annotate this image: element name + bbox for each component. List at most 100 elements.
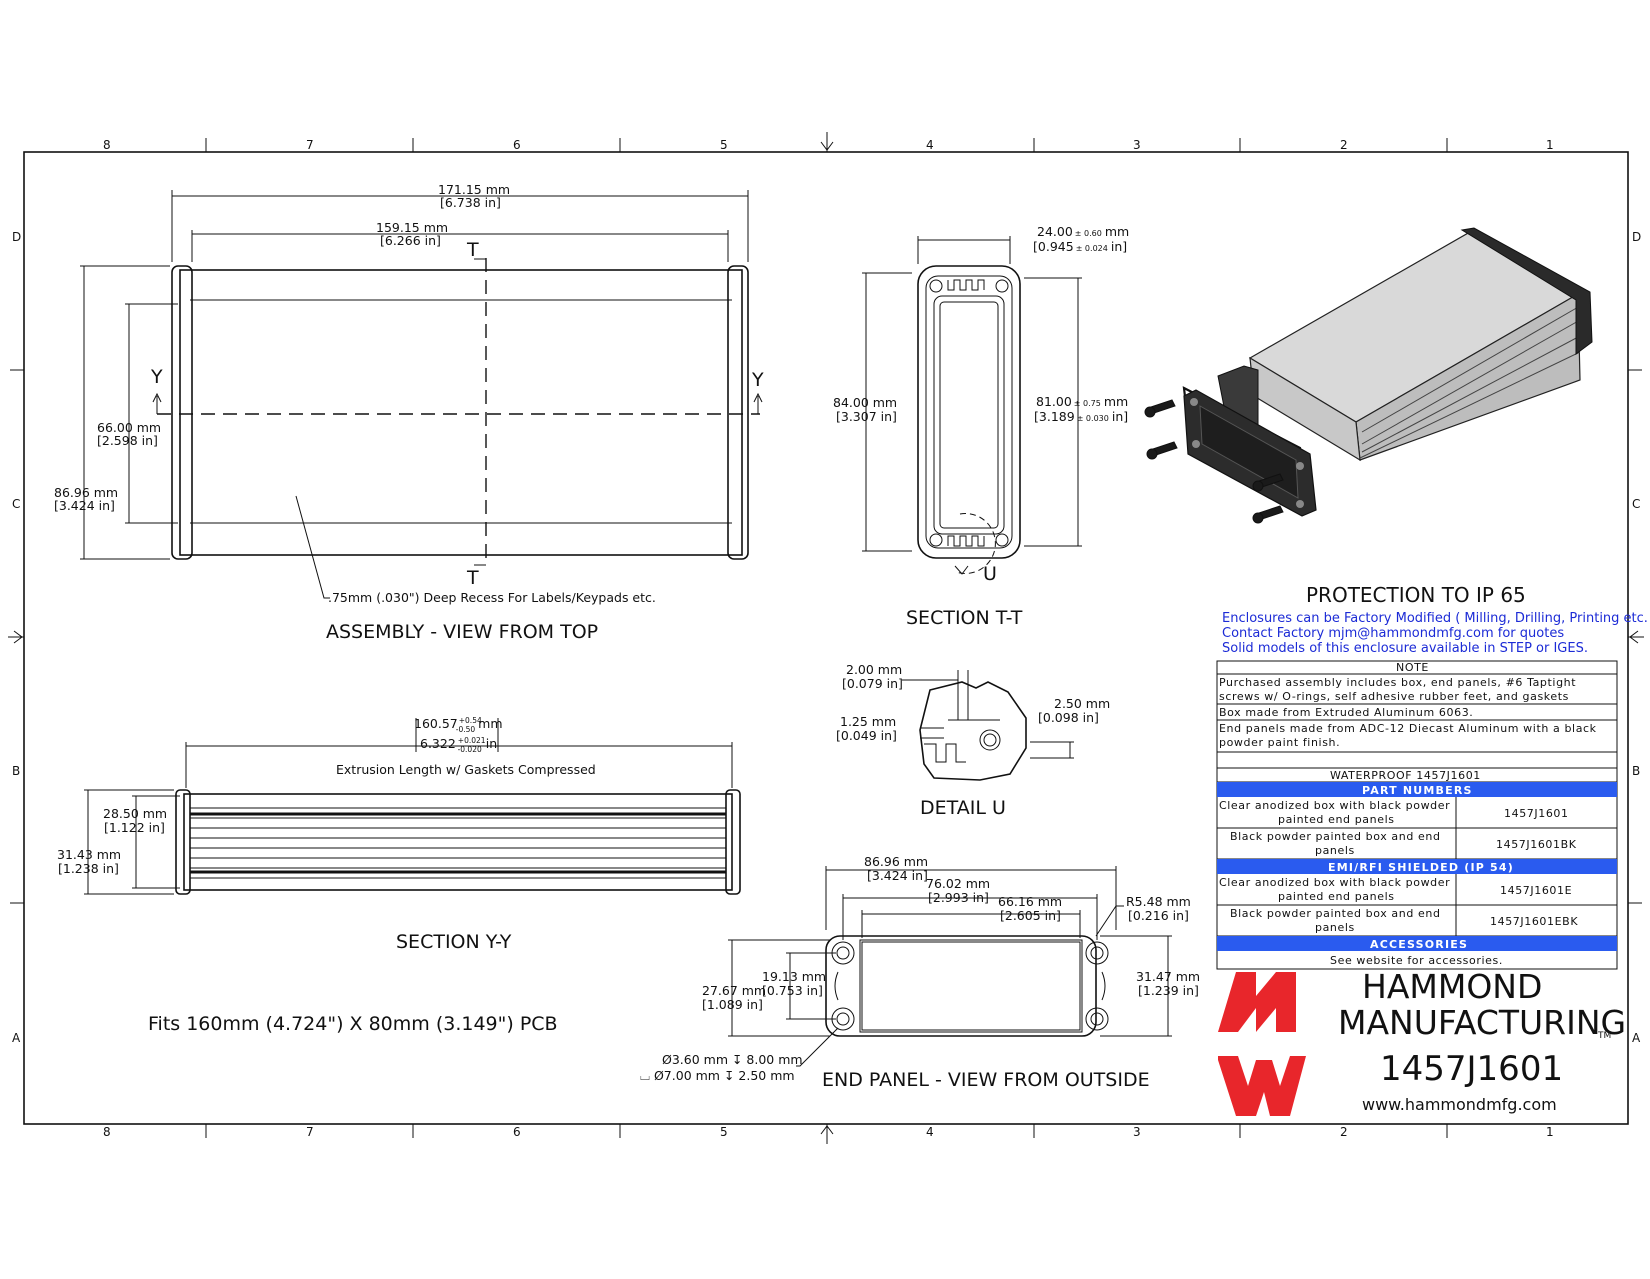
section-tt-outer bbox=[917, 265, 1021, 559]
dim-tt-inner-in-value: 3.189 bbox=[1039, 409, 1075, 424]
dim-recess-in: [2.598 in] bbox=[97, 433, 158, 448]
drawing-frame bbox=[8, 132, 1644, 1144]
accessories-header: ACCESSORIES bbox=[1370, 938, 1468, 951]
notes-header: NOTE bbox=[1396, 661, 1429, 674]
zone-labels: 8 7 6 5 4 3 2 1 8 7 6 5 4 3 2 1 D C B A … bbox=[12, 138, 1641, 1139]
zone-col-7-bottom: 7 bbox=[306, 1125, 314, 1139]
hammond-logo-icon bbox=[1218, 972, 1306, 1116]
info-block: PROTECTION TO IP 65 Enclosures can be Fa… bbox=[1222, 583, 1650, 656]
yy-left-cap bbox=[175, 789, 191, 895]
section-mark-t-top: T bbox=[466, 239, 479, 261]
dim-yy-h1-in: [1.122 in] bbox=[104, 820, 165, 835]
waterproof-label: WATERPROOF 1457J1601 bbox=[1330, 769, 1481, 782]
zone-row-b-right: B bbox=[1632, 764, 1640, 778]
dim-ep-radius-in: [0.216 in] bbox=[1128, 908, 1189, 923]
note-1a: Purchased assembly includes box, end pan… bbox=[1219, 676, 1576, 689]
section-mark-y-left: Y bbox=[150, 366, 163, 388]
dim-ep-w3-in: [2.605 in] bbox=[1000, 908, 1061, 923]
dim-detail-d1-mm: 2.00 mm bbox=[846, 662, 902, 677]
dim-ep-w1-mm: 86.96 mm bbox=[864, 854, 928, 869]
zone-col-3-bottom: 3 bbox=[1133, 1125, 1141, 1139]
zone-row-a-right: A bbox=[1632, 1031, 1641, 1045]
dim-width-in-value: 0.945 bbox=[1038, 239, 1074, 254]
zone-col-5-bottom: 5 bbox=[720, 1125, 728, 1139]
zone-col-8-bottom: 8 bbox=[103, 1125, 111, 1139]
dim-ep-h2-in: [1.089 in] bbox=[702, 997, 763, 1012]
left-end-cap bbox=[171, 265, 193, 560]
view-section-tt-title: SECTION T-T bbox=[906, 607, 1023, 629]
end-panel-outline bbox=[825, 935, 1097, 1037]
dim-ep-h3-mm: 31.47 mm bbox=[1136, 969, 1200, 984]
title-block: HAMMOND MANUFACTURING TM 1457J1601 www.h… bbox=[1218, 967, 1626, 1116]
zone-col-4-bottom: 4 bbox=[926, 1125, 934, 1139]
dim-detail-d2-mm: 1.25 mm bbox=[840, 714, 896, 729]
accessories-note: See website for accessories. bbox=[1330, 954, 1503, 967]
dim-ep-w3-mm: 66.16 mm bbox=[998, 894, 1062, 909]
dim-ep-w2-mm: 76.02 mm bbox=[926, 876, 990, 891]
note-1b: screws w/ O-rings, self adhesive rubber … bbox=[1219, 690, 1569, 703]
view-top-title: ASSEMBLY - VIEW FROM TOP bbox=[326, 621, 598, 643]
zone-col-2-bottom: 2 bbox=[1340, 1125, 1348, 1139]
note-3a: End panels made from ADC-12 Diecast Alum… bbox=[1219, 722, 1597, 735]
dim-detail-d3-in: [0.098 in] bbox=[1038, 710, 1099, 725]
dim-yy-length-tol-dn: -0.50 bbox=[456, 725, 476, 734]
zone-row-b: B bbox=[12, 764, 20, 778]
dim-yy-length-in-unit: in bbox=[486, 736, 497, 751]
zone-row-d-right: D bbox=[1632, 230, 1641, 244]
dim-tt-inner-in-unit: in] bbox=[1112, 409, 1128, 424]
zone-row-a: A bbox=[12, 1031, 21, 1045]
dim-yy-h2-mm: 31.43 mm bbox=[57, 847, 121, 862]
part-numbers-header: PART NUMBERS bbox=[1362, 784, 1473, 797]
part-1-number: 1457J1601 bbox=[1504, 807, 1569, 820]
dim-ep-h1-mm: 19.13 mm bbox=[762, 969, 826, 984]
dim-detail-d1-in: [0.079 in] bbox=[842, 676, 903, 691]
dim-width-unit: mm bbox=[1105, 224, 1129, 239]
part-4-number: 1457J1601EBK bbox=[1490, 915, 1578, 928]
dim-yy-length-value: 160.57 bbox=[414, 716, 458, 731]
brand-name-line2: MANUFACTURING bbox=[1338, 1003, 1626, 1042]
part-number-title: 1457J1601 bbox=[1380, 1049, 1563, 1089]
dim-yy-length-in-value: 6.322 bbox=[420, 736, 456, 751]
dim-yy-h2-in: [1.238 in] bbox=[58, 861, 119, 876]
part-3-desc-a: Clear anodized box with black powder bbox=[1219, 876, 1450, 889]
dim-tt-height-in: [3.307 in] bbox=[836, 409, 897, 424]
dim-detail-d2-in: [0.049 in] bbox=[836, 728, 897, 743]
header-accessories-bg bbox=[1217, 936, 1617, 951]
zone-col-3: 3 bbox=[1133, 138, 1141, 152]
hole-callout-2: ⌴ Ø7.00 mm ↧ 2.50 mm bbox=[640, 1068, 795, 1083]
zone-col-8: 8 bbox=[103, 138, 111, 152]
section-yy-outline bbox=[183, 793, 733, 891]
note-3b: powder paint finish. bbox=[1219, 736, 1340, 749]
view-section-yy-title: SECTION Y-Y bbox=[396, 931, 512, 953]
recess-note: .75mm (.030") Deep Recess For Labels/Key… bbox=[328, 590, 656, 605]
dim-ep-h2-mm: 27.67 mm bbox=[702, 983, 766, 998]
dim-width-in-tol: ± 0.024 bbox=[1076, 244, 1108, 253]
brand-tm: TM bbox=[1597, 1031, 1611, 1041]
detail-u-profile bbox=[919, 681, 1027, 781]
zone-col-4: 4 bbox=[926, 138, 934, 152]
dim-ep-w1-in: [3.424 in] bbox=[867, 868, 928, 883]
dim-recess-mm: 66.00 mm bbox=[97, 420, 161, 435]
zone-col-2: 2 bbox=[1340, 138, 1348, 152]
dim-ep-radius-mm: R5.48 mm bbox=[1126, 894, 1191, 909]
dim-yy-length-in-tol-dn: -0.020 bbox=[458, 745, 482, 754]
dim-inner-length-mm: 159.15 mm bbox=[376, 220, 448, 235]
part-1-desc-b: painted end panels bbox=[1278, 813, 1395, 826]
dim-width-value: 24.00 bbox=[1037, 224, 1073, 239]
header-emi-bg bbox=[1217, 859, 1617, 874]
detail-mark-u: U bbox=[983, 563, 997, 585]
dim-tt-inner-unit: mm bbox=[1104, 394, 1128, 409]
zone-row-d: D bbox=[12, 230, 21, 244]
zone-row-c-right: C bbox=[1632, 497, 1640, 511]
section-mark-t-bottom: T bbox=[466, 567, 479, 589]
zone-col-6: 6 bbox=[513, 138, 521, 152]
dim-tt-height-mm: 84.00 mm bbox=[833, 395, 897, 410]
view-detail-u-title: DETAIL U bbox=[920, 797, 1006, 819]
